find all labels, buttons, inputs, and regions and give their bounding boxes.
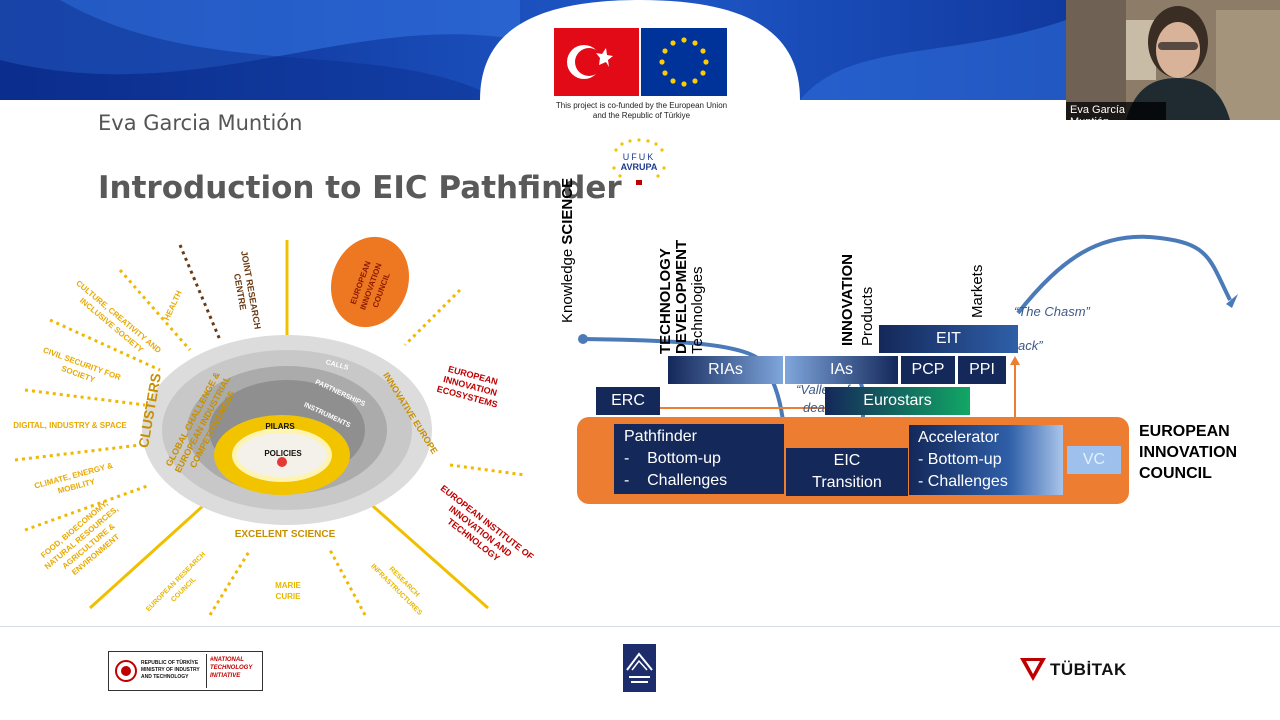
box-eurostars: Eurostars [825, 387, 970, 415]
stage-science: Knowledge SCIENCE [559, 177, 576, 323]
center-footer-logo [623, 644, 656, 692]
flags-logo [554, 28, 727, 96]
ministry-seal-icon [115, 660, 137, 682]
slide-title: Introduction to EIC Pathfinder [98, 170, 622, 206]
box-ias: IAs [785, 356, 898, 384]
eic-label: EUROPEAN INNOVATION COUNCIL [1139, 423, 1238, 482]
participant-video[interactable] [1066, 0, 1280, 120]
cofund-caption: This project is co-funded by the Europea… [555, 101, 728, 120]
wheel-center-label: POLICIES [264, 449, 302, 458]
horizon-europe-wheel: POLICIES PILARS CALLS PARTNERSHIPS INSTR… [0, 230, 560, 630]
pathfinder-item: - Bottom-up [624, 450, 721, 467]
accelerator-item: - Challenges [918, 473, 1008, 490]
box-erc: ERC [596, 387, 660, 415]
stage-technology: TECHNOLOGY DEVELOPMENT Technologies [657, 239, 706, 354]
svg-text:UFUK: UFUK [623, 152, 656, 162]
svg-text:AVRUPA: AVRUPA [621, 162, 658, 172]
box-ppi: PPI [958, 356, 1006, 384]
accelerator-title: Accelerator [918, 429, 999, 446]
footer-divider [0, 626, 1280, 627]
cluster-digital: DIGITAL, INDUSTRY & SPACE [13, 421, 127, 430]
accelerator-item: - Bottom-up [918, 451, 1002, 468]
tubitak-logo-text: TÜBİTAK [1050, 660, 1127, 679]
chasm-label-2: ack” [1018, 338, 1043, 353]
innovation-pathway: Knowledge SCIENCE TECHNOLOGY DEVELOPMENT… [540, 178, 1280, 510]
participant-name-tag: Eva García Muntión [1066, 102, 1166, 128]
transition-line-1: EIC [833, 452, 861, 469]
wheel-excellent-science: EXCELENT SCIENCE [234, 529, 336, 540]
box-rias: RIAs [668, 356, 783, 384]
box-accelerator: Accelerator - Bottom-up - Challenges [909, 425, 1063, 495]
chasm-label: “The Chasm” [1014, 304, 1090, 319]
participant-video-frame [1066, 0, 1280, 120]
box-pathfinder: Pathfinder - Bottom-up - Challenges [614, 424, 784, 494]
ufuk-avrupa-logo: UFUK AVRUPA [612, 138, 666, 185]
box-eic-transition: EIC Transition [786, 448, 908, 496]
wheel-marie-curie: MARIE CURIE [275, 581, 301, 601]
transition-line-2: Transition [812, 474, 882, 491]
wheel-graphic [14, 236, 526, 616]
ministry-tag: #NATIONAL TECHNOLOGY INITIATIVE [210, 657, 253, 679]
pathfinder-title: Pathfinder [624, 428, 697, 445]
wheel-pilars-label: PILARS [265, 422, 295, 431]
box-eit: EIT [879, 325, 1018, 353]
ministry-text: REPUBLIC OF TÜRKİYE MINISTRY OF INDUSTRY… [141, 660, 200, 680]
box-vc: VC [1067, 446, 1121, 474]
tubitak-icon [1020, 658, 1046, 681]
pathfinder-item: - Challenges [624, 472, 728, 489]
presenter-name: Eva Garcia Muntión [98, 111, 303, 135]
box-pcp: PCP [901, 356, 955, 384]
valley-label-2: dea [803, 400, 825, 415]
stage-markets: Markets [969, 264, 986, 318]
ministry-logo: REPUBLIC OF TÜRKİYE MINISTRY OF INDUSTRY… [108, 651, 263, 691]
stage-innovation: INNOVATION Products [839, 254, 876, 346]
